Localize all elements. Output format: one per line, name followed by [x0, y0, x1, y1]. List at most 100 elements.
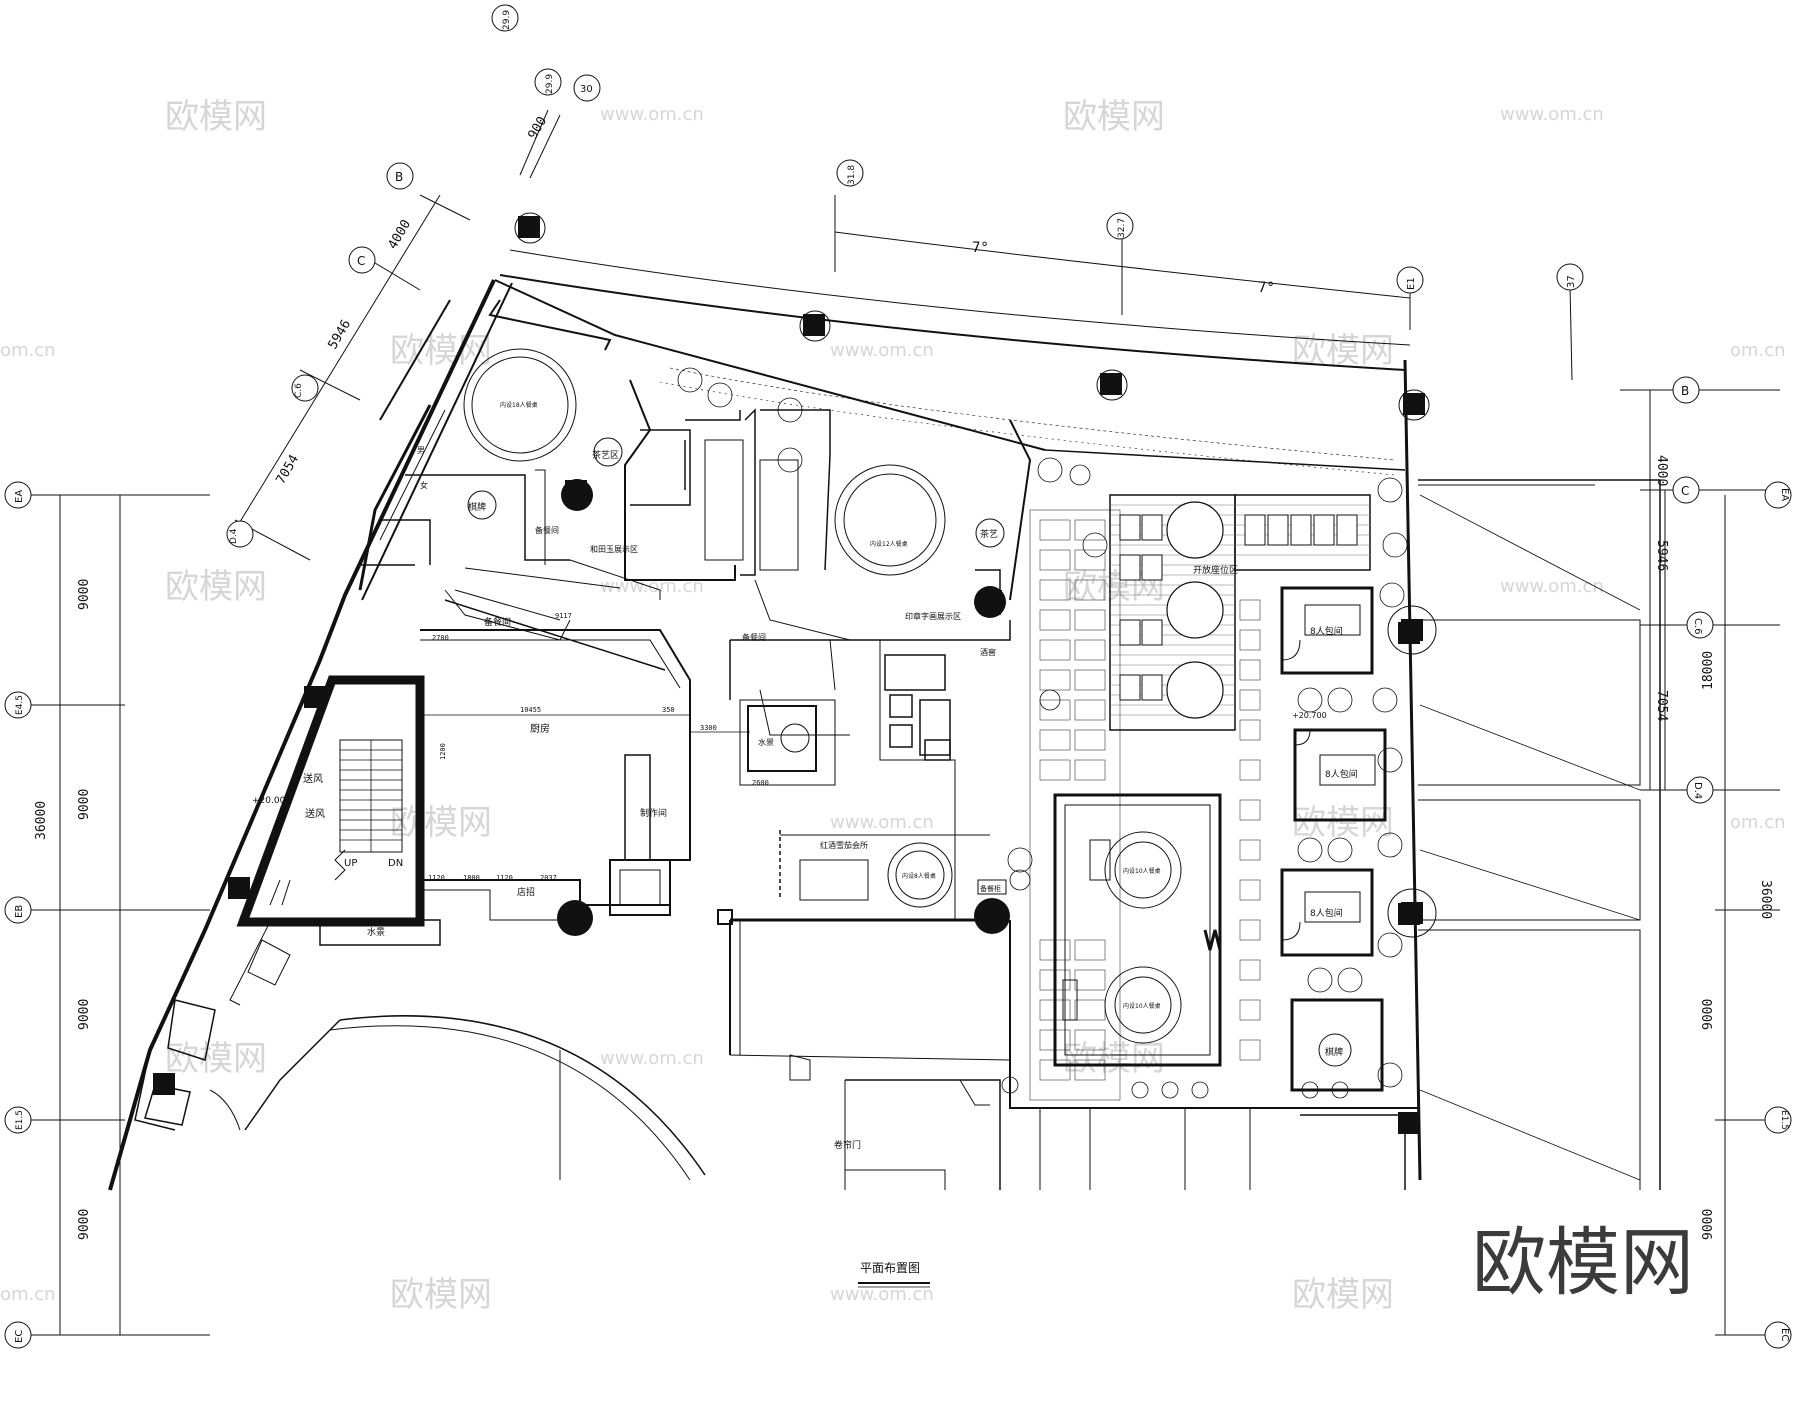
- grid-label-ea: EA: [14, 490, 25, 503]
- nw-dining-walls: [358, 299, 1032, 920]
- central-water-feature: [739, 699, 836, 786]
- right-grid-bubbles: [1672, 376, 1792, 1349]
- grid-label-29: 29.9: [545, 74, 555, 94]
- wc-men-label: 男: [417, 446, 425, 455]
- dim-1200: 1200: [439, 743, 447, 760]
- round-table-18: [463, 348, 577, 462]
- elevation-marker: +20.000: [252, 796, 291, 806]
- grid-label-c6: C.6: [1692, 618, 1703, 635]
- watermark-brand: 欧模网: [1292, 803, 1394, 843]
- private-rooms: [1280, 586, 1387, 1092]
- prep-room-label: 备餐间: [742, 632, 766, 642]
- left-grid-bubble-labels: EA E4.5 EB E1.5 EC: [14, 490, 25, 1343]
- watermark-brand: 欧模网: [1063, 1039, 1165, 1079]
- prep-room-label: 备餐间: [484, 616, 511, 628]
- grid-label-29-top: 29.9: [502, 10, 512, 30]
- right-dimension-chain: [1620, 389, 1780, 1336]
- tea-label: 茶艺: [980, 528, 998, 540]
- dining-8-label: 内设8人餐桌: [902, 872, 936, 880]
- grid-label-37: 37: [1566, 275, 1577, 288]
- water-feature-label: 水景: [758, 737, 774, 747]
- banquet-room: [1053, 793, 1222, 1067]
- display-shelves: [884, 654, 951, 761]
- top-left-grid-bubble-labels: B C C.6 D.4 29.9 30 29.9: [229, 10, 593, 544]
- structural-columns: [153, 216, 1425, 1134]
- watermark-brand: 欧模网: [1292, 331, 1394, 371]
- grid-label-30: 30: [580, 84, 593, 95]
- dim-1120: 1120: [496, 874, 513, 882]
- stair-up-label: UP: [344, 858, 357, 869]
- dim-7054: 7054: [273, 452, 302, 487]
- kitchen-dimension-text: 10455 350 3300 1120 1800 1120 2037 2600 …: [428, 612, 769, 882]
- kitchen-labels: 厨房 制作间 备餐间 水景 店招: [367, 616, 667, 938]
- lower-middle-walls: [729, 920, 1251, 1190]
- prep-room-label: 备餐间: [535, 525, 559, 535]
- reception-label: 店招: [517, 886, 535, 898]
- tea-area-label: 茶艺区: [592, 449, 619, 461]
- watermark-url: www.om.cn: [600, 576, 704, 597]
- chess-room-label: 棋牌: [468, 501, 486, 513]
- drawing-title-block: 平面布置图: [858, 1261, 930, 1288]
- left-dimension-chain: [55, 494, 210, 1336]
- roller-door-label: 卷帘门: [834, 1139, 861, 1151]
- column-rings: [514, 212, 1437, 938]
- angle-7deg: 7°: [972, 240, 989, 256]
- watermark-big-logo: 欧模网: [1472, 1220, 1694, 1306]
- left-dimension-labels: 9000 9000 9000 9000 36000: [34, 579, 92, 1240]
- chess-room-label: 棋牌: [1325, 1046, 1343, 1058]
- top-left-grid-bubbles: [226, 4, 601, 548]
- grid-label-c6: C.6: [294, 383, 304, 398]
- watermark-url: www.om.cn: [830, 812, 934, 833]
- stair-labels: UP DN 送风 送风 +20.000: [252, 772, 403, 869]
- wine-cellar-label: 酒窖: [980, 647, 996, 657]
- grid-label-d4: D.4: [229, 528, 239, 544]
- air-supply-label: 送风: [305, 807, 325, 820]
- drawing-title: 平面布置图: [860, 1261, 920, 1275]
- air-supply-label: 送风: [303, 772, 323, 785]
- round-table-12: [834, 464, 946, 576]
- dim-2600: 2600: [752, 779, 769, 787]
- grid-label-ea: EA: [1779, 488, 1790, 501]
- watermark-url: om.cn: [1730, 340, 1786, 361]
- watermark-brand: 欧模网: [165, 97, 267, 137]
- dim-36000: 36000: [1758, 880, 1773, 919]
- grid-label-c: C: [1681, 484, 1689, 498]
- dim-4000: 4000: [1654, 455, 1669, 486]
- watermark-brand: 欧模网: [165, 567, 267, 607]
- elevation-marker: +20.700: [1292, 711, 1327, 720]
- grid-label-318: 31.8: [847, 165, 857, 185]
- private-room-labels: 8人包间 8人包间 8人包间 棋牌 +20.700: [1292, 625, 1358, 1058]
- right-grid-bubble-labels: B C C.6 D.4 EA E1.5 EC: [1681, 384, 1790, 1341]
- seal-display-label: 印章字画展示区: [905, 611, 961, 621]
- dim-9000: 9000: [77, 999, 92, 1030]
- tea-tables: [467, 437, 1005, 571]
- grid-label-e1: E1: [1406, 277, 1417, 290]
- angle-7deg: 7°: [1258, 280, 1275, 296]
- grid-label-e15: E1.5: [1779, 1110, 1789, 1130]
- grid-label-ec: EC: [1779, 1328, 1790, 1341]
- private-room-8-label: 8人包间: [1325, 768, 1358, 780]
- dim-5946: 5946: [325, 317, 354, 352]
- grid-label-327: 32.7: [1117, 218, 1127, 238]
- nw-room-labels: 茶艺区 棋牌 茶艺 备餐间 和田玉展示区 印章字画展示区 备餐间 酒窖 男 女: [417, 446, 998, 657]
- dim-kitchen-10455: 10455: [520, 706, 541, 714]
- dim-9000: 9000: [1701, 999, 1716, 1030]
- facade-planter-strip: [659, 367, 1396, 476]
- watermark-layer: 欧模网 www.om.cn 欧模网 www.om.cn om.cn 欧模网 ww…: [0, 97, 1786, 1315]
- dim-1800: 1800: [463, 874, 480, 882]
- wine-club-walls: [730, 830, 1007, 922]
- grid-label-b: B: [1681, 384, 1689, 398]
- watermark-url: www.om.cn: [600, 1048, 704, 1069]
- top-grid-bubbles: [836, 159, 1584, 294]
- watermark-url: www.om.cn: [830, 1284, 934, 1305]
- wc-women-label: 女: [420, 480, 428, 490]
- wine-club-label: 红酒雪茄会所: [820, 840, 868, 850]
- water-feature-label: 水景: [367, 926, 385, 938]
- dim-5946: 5946: [1654, 540, 1669, 571]
- dim-2037: 2037: [540, 874, 557, 882]
- dim-18000: 18000: [1701, 651, 1716, 690]
- jade-display-label: 和田玉展示区: [590, 545, 638, 554]
- columns-inner-squares: [1401, 619, 1423, 924]
- dim-9117: 9117: [555, 612, 572, 620]
